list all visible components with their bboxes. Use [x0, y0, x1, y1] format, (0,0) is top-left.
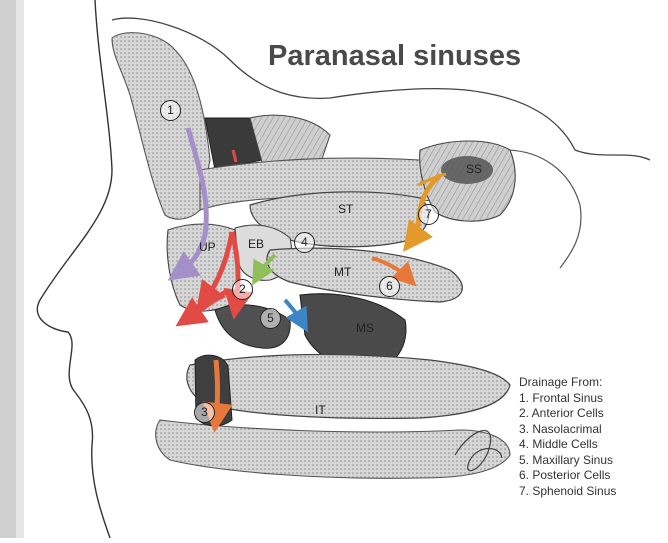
legend-item: 4. Middle Cells: [519, 437, 667, 453]
middle-turbinate: [267, 248, 462, 302]
diagram-title: Paranasal sinuses: [268, 40, 521, 73]
legend-item: 2. Anterior Cells: [519, 406, 667, 422]
marker-4: 4: [294, 232, 315, 253]
face-profile-outline: [37, 0, 112, 538]
label-inferior-turbinate: IT: [315, 404, 326, 416]
label-uncinate-process: UP: [199, 241, 216, 253]
label-sphenoid-sinus: SS: [466, 163, 482, 175]
scan-edge-shade: [0, 0, 16, 538]
legend-item: 7. Sphenoid Sinus: [519, 484, 667, 500]
inferior-turbinate: [187, 355, 510, 419]
legend-item: 5. Maxillary Sinus: [519, 453, 667, 469]
label-middle-turbinate: MT: [334, 266, 351, 278]
marker-7: 7: [418, 204, 439, 225]
marker-2: 2: [232, 279, 253, 300]
marker-6: 6: [379, 276, 400, 297]
drainage-legend: Drainage From: 1. Frontal Sinus 2. Anter…: [519, 375, 667, 499]
marker-1: 1: [160, 100, 181, 121]
hard-palate: [156, 420, 510, 478]
legend-item: 1. Frontal Sinus: [519, 391, 667, 407]
legend-item: 3. Nasolacrimal: [519, 422, 667, 438]
marker-3: 3: [194, 402, 215, 423]
legend-item: 6. Posterior Cells: [519, 468, 667, 484]
legend-heading: Drainage From:: [519, 375, 667, 391]
marker-5: 5: [260, 308, 281, 329]
label-ethmoid-bulla: EB: [248, 238, 264, 250]
label-maxillary-sinus: MS: [356, 322, 374, 334]
frontal-bone: [112, 33, 210, 220]
nasolacrimal-drainage-arrow: [216, 360, 218, 418]
label-superior-turbinate: ST: [338, 203, 353, 215]
